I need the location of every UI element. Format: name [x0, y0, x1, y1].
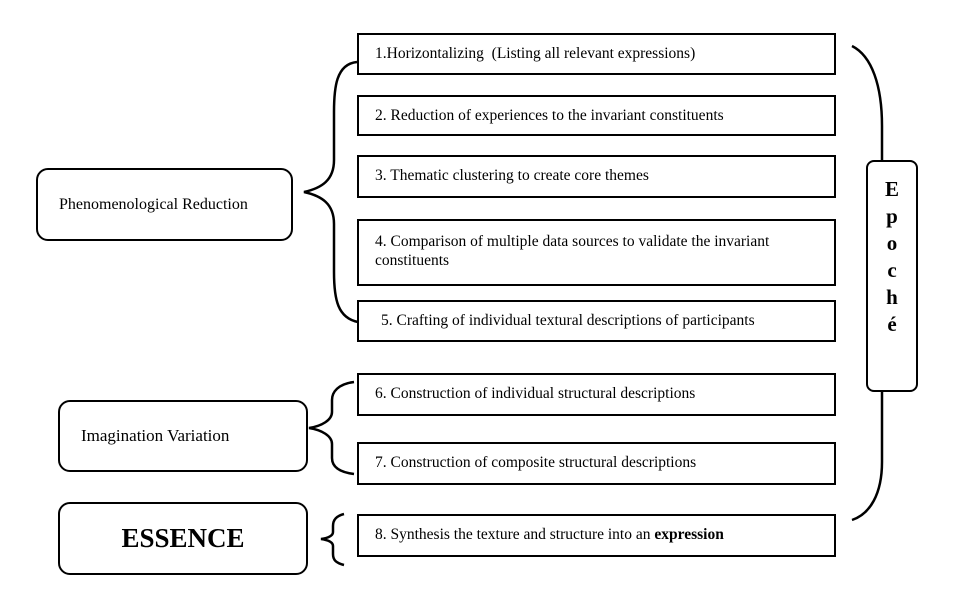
step-5-number: 5.: [381, 312, 393, 329]
step-5-box: 5. Crafting of individual textural descr…: [357, 300, 836, 342]
step-1-box: 1.Horizontalizing (Listing all relevant …: [357, 33, 836, 75]
epoche-bracket-bottom: [851, 392, 884, 522]
step-4-number: 4.: [375, 233, 387, 250]
step-4-text: Comparison of multiple data sources to v…: [375, 233, 770, 269]
step-6-number: 6.: [375, 385, 387, 402]
epoche-box: E p o c h é: [866, 160, 918, 392]
step-7-box: 7. Construction of composite structural …: [357, 442, 836, 485]
epoche-letter: p: [886, 204, 898, 228]
epoche-bracket-top: [851, 44, 884, 160]
step-8-bold-text: expression: [654, 526, 724, 543]
step-3-number: 3.: [375, 167, 387, 184]
step-1-text: Horizontalizing (Listing all relevant ex…: [386, 45, 696, 62]
essence-label: ESSENCE: [121, 523, 245, 553]
epoche-letter: E: [884, 177, 899, 201]
phenomenological-reduction-box: Phenomenological Reduction: [36, 168, 293, 241]
epoche-letter: o: [886, 231, 898, 255]
step-1-number: 1.: [375, 45, 387, 62]
curly-brace-reduction: [303, 60, 359, 324]
imagination-variation-label: Imagination Variation: [81, 426, 230, 445]
step-2-text: Reduction of experiences to the invarian…: [390, 107, 724, 124]
imagination-variation-box: Imagination Variation: [58, 400, 308, 472]
step-4-box: 4. Comparison of multiple data sources t…: [357, 219, 836, 286]
step-8-box: 8. Synthesis the texture and structure i…: [357, 514, 836, 557]
epoche-letter: h: [886, 285, 898, 309]
epoche-letter: c: [887, 258, 897, 282]
step-7-text: Construction of composite structural des…: [390, 454, 697, 471]
curly-brace-essence: [320, 512, 345, 567]
step-5-text: Crafting of individual textural descript…: [396, 312, 755, 329]
step-2-number: 2.: [375, 107, 387, 124]
step-2-box: 2. Reduction of experiences to the invar…: [357, 95, 836, 136]
step-3-box: 3. Thematic clustering to create core th…: [357, 155, 836, 198]
step-8-text: Synthesis the texture and structure into…: [390, 526, 651, 543]
step-3-text: Thematic clustering to create core theme…: [390, 167, 649, 184]
epoche-letter: é: [887, 312, 897, 336]
curly-brace-imagination: [308, 380, 355, 476]
step-6-text: Construction of individual structural de…: [390, 385, 696, 402]
step-8-number: 8.: [375, 526, 387, 543]
step-6-box: 6. Construction of individual structural…: [357, 373, 836, 416]
step-7-number: 7.: [375, 454, 387, 471]
essence-box: ESSENCE: [58, 502, 308, 575]
epoche-label: E p o c h é: [868, 176, 916, 338]
phenomenological-reduction-label: Phenomenological Reduction: [59, 195, 248, 213]
